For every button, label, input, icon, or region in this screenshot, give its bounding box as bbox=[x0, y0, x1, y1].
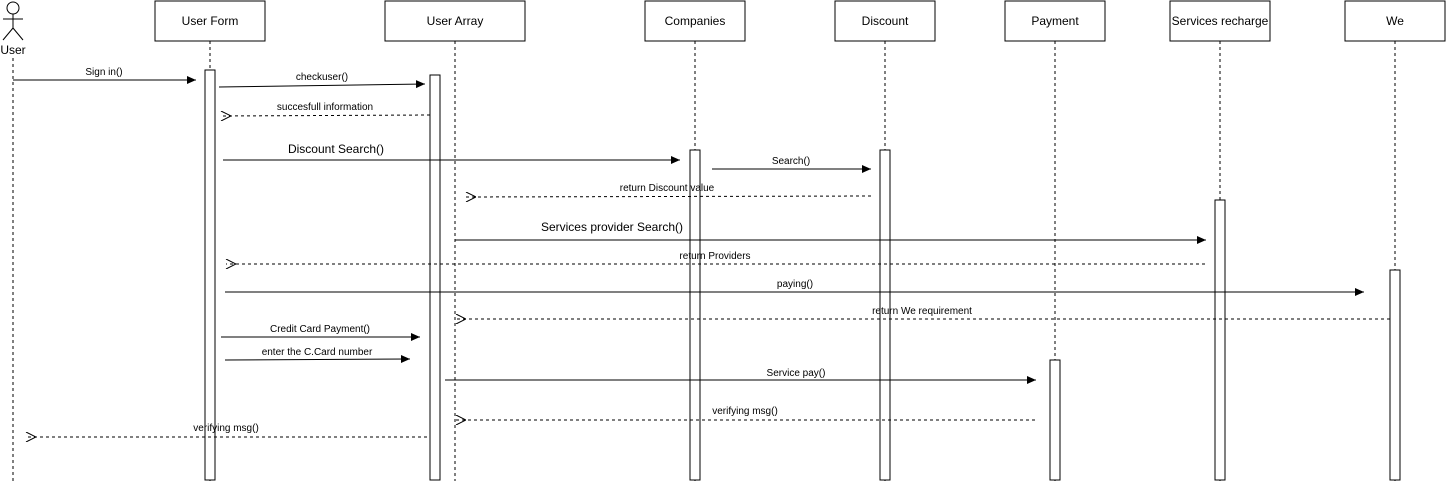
message-return-discount-value-arrow bbox=[466, 196, 872, 197]
lifeline-user-array-label: User Array bbox=[427, 14, 484, 28]
lifeline-companies-label: Companies bbox=[665, 14, 726, 28]
stick-figure-icon bbox=[2, 1, 24, 41]
activation-we bbox=[1389, 269, 1401, 481]
message-return-discount-value-label: return Discount value bbox=[620, 183, 715, 194]
message-credit-card-payment-label: Credit Card Payment() bbox=[270, 324, 370, 335]
actor-user[interactable]: User bbox=[0, 1, 26, 57]
message-succesfull-information-arrow bbox=[221, 115, 431, 116]
lifeline-we[interactable]: We bbox=[1344, 0, 1446, 481]
message-discount-search-label: Discount Search() bbox=[288, 142, 384, 156]
message-checkuser-label: checkuser() bbox=[296, 72, 348, 83]
message-paying-label: paying() bbox=[777, 279, 813, 290]
message-checkuser-arrow bbox=[218, 80, 426, 89]
lifeline-payment[interactable]: Payment bbox=[1004, 0, 1106, 481]
message-succesfull-information-label: succesfull information bbox=[277, 102, 373, 113]
activation-services-recharge bbox=[1214, 199, 1226, 481]
message-enter-card-number-arrow bbox=[224, 355, 411, 364]
message-return-providers-label: return Providers bbox=[679, 251, 750, 262]
activation-discount bbox=[879, 149, 891, 481]
message-services-provider-search-label: Services provider Search() bbox=[541, 220, 683, 234]
message-return-we-requirement-label: return We requirement bbox=[872, 306, 972, 317]
message-search-label: Search() bbox=[772, 156, 810, 167]
actor-user-label: User bbox=[0, 43, 25, 57]
lifeline-services-recharge-label: Services recharge bbox=[1172, 14, 1269, 28]
lifeline-user-array[interactable]: User Array bbox=[384, 0, 526, 481]
message-verifying-msg-payment-label: verifying msg() bbox=[712, 406, 778, 417]
activation-payment bbox=[1049, 359, 1061, 481]
message-enter-card-number-label: enter the C.Card number bbox=[262, 347, 373, 358]
message-sign-in-label: Sign in() bbox=[85, 67, 122, 78]
lifeline-companies[interactable]: Companies bbox=[644, 0, 746, 481]
activation-companies bbox=[689, 149, 701, 481]
lifeline-payment-label: Payment bbox=[1031, 14, 1079, 28]
message-service-pay-label: Service pay() bbox=[767, 368, 826, 379]
lifeline-discount-label: Discount bbox=[862, 14, 909, 28]
activation-user-array bbox=[429, 74, 441, 481]
lifeline-we-label: We bbox=[1386, 14, 1404, 28]
activation-user-form bbox=[204, 69, 216, 481]
lifeline-user-form-label: User Form bbox=[182, 14, 239, 28]
message-verifying-msg-user-label: verifying msg() bbox=[193, 423, 259, 434]
lifeline-services-recharge[interactable]: Services recharge bbox=[1169, 0, 1271, 481]
lifeline-discount[interactable]: Discount bbox=[834, 0, 936, 481]
